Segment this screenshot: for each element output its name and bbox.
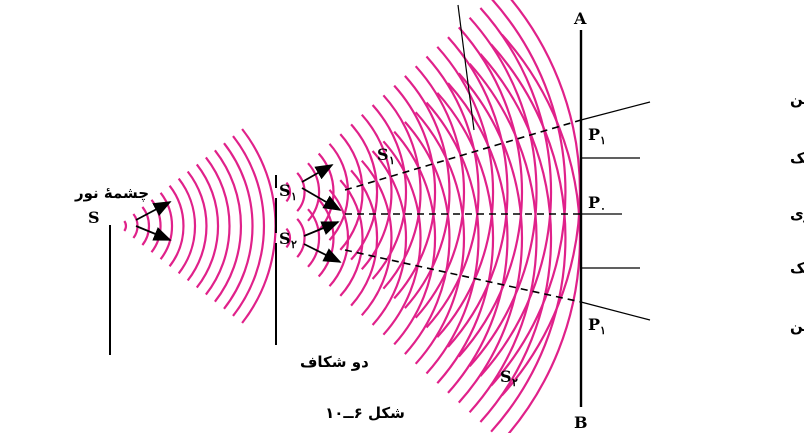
source-arrow-down [135, 225, 172, 241]
s2-wave-arc-12 [404, 121, 451, 355]
s2-wave-arc-2 [296, 218, 306, 258]
label-S: S [88, 208, 100, 227]
s2-wave-arc-18 [468, 62, 538, 414]
s1-wave-arc-8 [360, 113, 393, 271]
pointer-line [457, 4, 475, 131]
source-wave-arc-13 [232, 135, 266, 317]
label-S2-slit: S [279, 229, 291, 248]
source-wave-arc-11 [214, 149, 243, 303]
source-wave-arc-9 [195, 163, 220, 289]
label-S1-wave: S [377, 145, 389, 164]
s2-wave-arc-9 [371, 150, 408, 326]
s1-wave-arc-2 [296, 172, 306, 212]
label-P1-lower: P [588, 315, 600, 334]
s1-wave-arc-14 [425, 55, 480, 329]
s2-wave-arc-13 [414, 111, 466, 365]
s1-wave-arc-1 [285, 181, 292, 203]
label-S1-wave-sub: ۱ [389, 154, 395, 167]
lower-bright-leader [580, 301, 651, 321]
double-slit-label: دو شکاف [300, 353, 369, 371]
light-source-label: چشمهٔ نور [74, 184, 149, 203]
central-bright-band: نوار روشن مرکزی [790, 205, 804, 223]
s2-wave-arc-20 [490, 43, 567, 433]
source-wave-arc-3 [141, 206, 150, 246]
source-wave-arc-12 [223, 142, 254, 310]
s1-wave-arc-7 [350, 123, 379, 261]
s2-wave-arc-17 [457, 72, 524, 404]
s2-wave-arc-16 [447, 82, 509, 394]
s1-wave-arc-9 [371, 104, 408, 280]
source-wave-arc-1 [123, 220, 128, 232]
label-S2-slit-sub: ۲ [291, 238, 297, 251]
label-P0-sub: ۰ [600, 202, 606, 215]
s2-arrow-down [303, 243, 342, 263]
lower-bright-path [344, 249, 582, 303]
s2-arrow-up [303, 221, 340, 237]
label-S1-slit-sub: ۱ [291, 190, 297, 203]
source-wave-arc-5 [159, 192, 174, 260]
figure-caption: شکل ۶ــ۱۰ [325, 404, 405, 422]
s2-wave-arc-19 [479, 53, 553, 423]
first-bright-band-upper: اولین نوار روشن [790, 90, 804, 108]
s2-wave-arc-1 [285, 227, 292, 249]
upper-bright-path [344, 119, 582, 191]
label-P0: P [588, 193, 600, 212]
first-dark-band-upper: اولین نوار تاریک [790, 149, 804, 167]
s1-wave-arc-21 [501, 0, 581, 397]
source-arrow-up [135, 201, 172, 221]
s1-wave-arc-6 [339, 133, 364, 251]
s1-wave-arc-16 [447, 36, 509, 348]
label-S2-wave-sub: ۲ [512, 376, 518, 389]
wavefront-arcs [123, 0, 581, 433]
source-wave-arc-8 [186, 170, 208, 282]
source-wave-arc-6 [168, 185, 185, 267]
upper-bright-leader [580, 101, 651, 121]
s2-wave-arc-7 [350, 169, 379, 307]
label-S2-wave: S [500, 367, 512, 386]
s1-wave-arc-18 [468, 16, 538, 368]
s2-wave-arc-6 [339, 179, 364, 297]
s1-wave-arc-12 [404, 75, 451, 309]
s2-wave-arc-15 [436, 92, 495, 384]
s1-wave-arc-19 [479, 7, 553, 377]
s1-wave-arc-13 [414, 65, 466, 319]
s1-wave-arc-11 [393, 84, 437, 300]
s2-wave-arc-8 [360, 159, 393, 317]
s2-wave-arc-10 [382, 140, 422, 336]
source-wave-arc-7 [177, 177, 197, 275]
s1-wave-arc-17 [457, 26, 524, 358]
s2-wave-arc-21 [501, 33, 581, 433]
label-A: A [573, 9, 587, 28]
source-wave-arc-10 [205, 156, 231, 296]
s1-wave-arc-20 [490, 0, 567, 387]
first-bright-band-lower: اولین نوار روشن [790, 317, 804, 335]
label-P1-lower-sub: ۱ [600, 324, 606, 337]
first-dark-band-lower: اولین نوار تاریک [790, 259, 804, 277]
s2-wave-arc-11 [393, 130, 437, 346]
label-P1-upper: P [588, 125, 600, 144]
s2-wave-arc-14 [425, 101, 480, 375]
label-B: B [574, 413, 588, 432]
s1-arrow-up [301, 164, 334, 183]
s1-arrow-down [301, 187, 342, 211]
s2-wave-arc-3 [307, 208, 321, 268]
label-S1-slit: S [279, 181, 291, 200]
s1-wave-arc-15 [436, 46, 495, 338]
s1-wave-arc-10 [382, 94, 422, 290]
label-P1-upper-sub: ۱ [600, 134, 606, 147]
